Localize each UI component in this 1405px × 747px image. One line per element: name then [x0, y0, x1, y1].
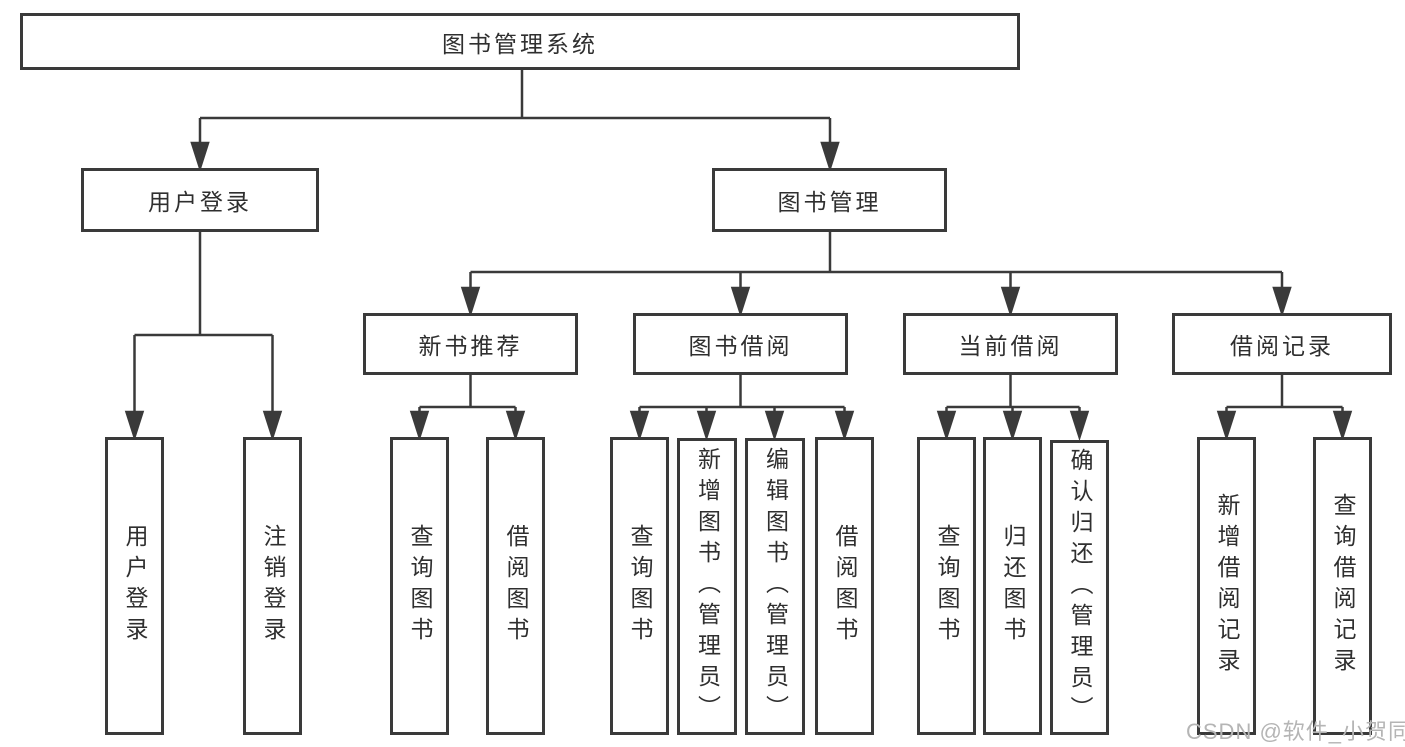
node-current-borrowing-label: 当前借阅 [958, 333, 1063, 359]
node-book-borrowing: 图书借阅 [633, 313, 848, 375]
node-root-label: 图书管理系统 [442, 30, 598, 57]
node-leaf-query-borrow-record: 查询借阅记录 [1313, 437, 1372, 735]
node-leaf-edit-book-admin-label: 编辑图书（管理员） [762, 447, 789, 726]
node-leaf-add-book-admin-label: 新增图书（管理员） [694, 447, 721, 726]
node-leaf-borrow-books-borrow-label: 借阅图书 [832, 524, 858, 648]
node-leaf-borrow-books-recommend: 借阅图书 [486, 437, 545, 735]
node-user-login: 用户登录 [81, 168, 319, 232]
node-borrow-records: 借阅记录 [1172, 313, 1392, 375]
watermark: CSDN @软件_小贺同学 [1186, 719, 1405, 744]
node-leaf-query-borrow-record-label: 查询借阅记录 [1330, 493, 1356, 679]
node-leaf-return-books: 归还图书 [983, 437, 1042, 735]
node-leaf-confirm-return-admin-label: 确认归还（管理员） [1067, 448, 1093, 727]
node-leaf-query-books-borrow-label: 查询图书 [627, 524, 653, 648]
node-current-borrowing: 当前借阅 [903, 313, 1118, 375]
node-leaf-query-books-current-label: 查询图书 [934, 524, 960, 648]
node-leaf-user-login-label: 用户登录 [122, 524, 148, 648]
node-user-login-label: 用户登录 [148, 189, 252, 215]
node-leaf-edit-book-admin: 编辑图书（管理员） [745, 438, 805, 735]
node-leaf-confirm-return-admin: 确认归还（管理员） [1050, 440, 1109, 735]
arrowheads [124, 118, 1353, 442]
node-leaf-return-books-label: 归还图书 [1000, 524, 1026, 648]
node-leaf-user-login: 用户登录 [105, 437, 164, 735]
node-new-book-recommend-label: 新书推荐 [418, 333, 523, 359]
node-leaf-add-borrow-record: 新增借阅记录 [1197, 437, 1256, 735]
node-root: 图书管理系统 [20, 13, 1020, 70]
node-leaf-logout-label: 注销登录 [260, 524, 286, 648]
node-leaf-borrow-books-borrow: 借阅图书 [815, 437, 874, 735]
node-leaf-logout: 注销登录 [243, 437, 302, 735]
node-book-management: 图书管理 [712, 168, 947, 232]
node-book-management-label: 图书管理 [777, 189, 882, 215]
node-leaf-query-books-recommend: 查询图书 [390, 437, 449, 735]
node-leaf-query-books-current: 查询图书 [917, 437, 976, 735]
node-leaf-add-book-admin: 新增图书（管理员） [677, 438, 737, 735]
node-borrow-records-label: 借阅记录 [1230, 333, 1334, 359]
node-book-borrowing-label: 图书借阅 [688, 333, 793, 359]
node-leaf-query-books-borrow: 查询图书 [610, 437, 669, 735]
node-leaf-query-books-recommend-label: 查询图书 [407, 524, 433, 648]
node-new-book-recommend: 新书推荐 [363, 313, 578, 375]
node-leaf-add-borrow-record-label: 新增借阅记录 [1214, 493, 1240, 679]
node-leaf-borrow-books-recommend-label: 借阅图书 [503, 524, 529, 648]
